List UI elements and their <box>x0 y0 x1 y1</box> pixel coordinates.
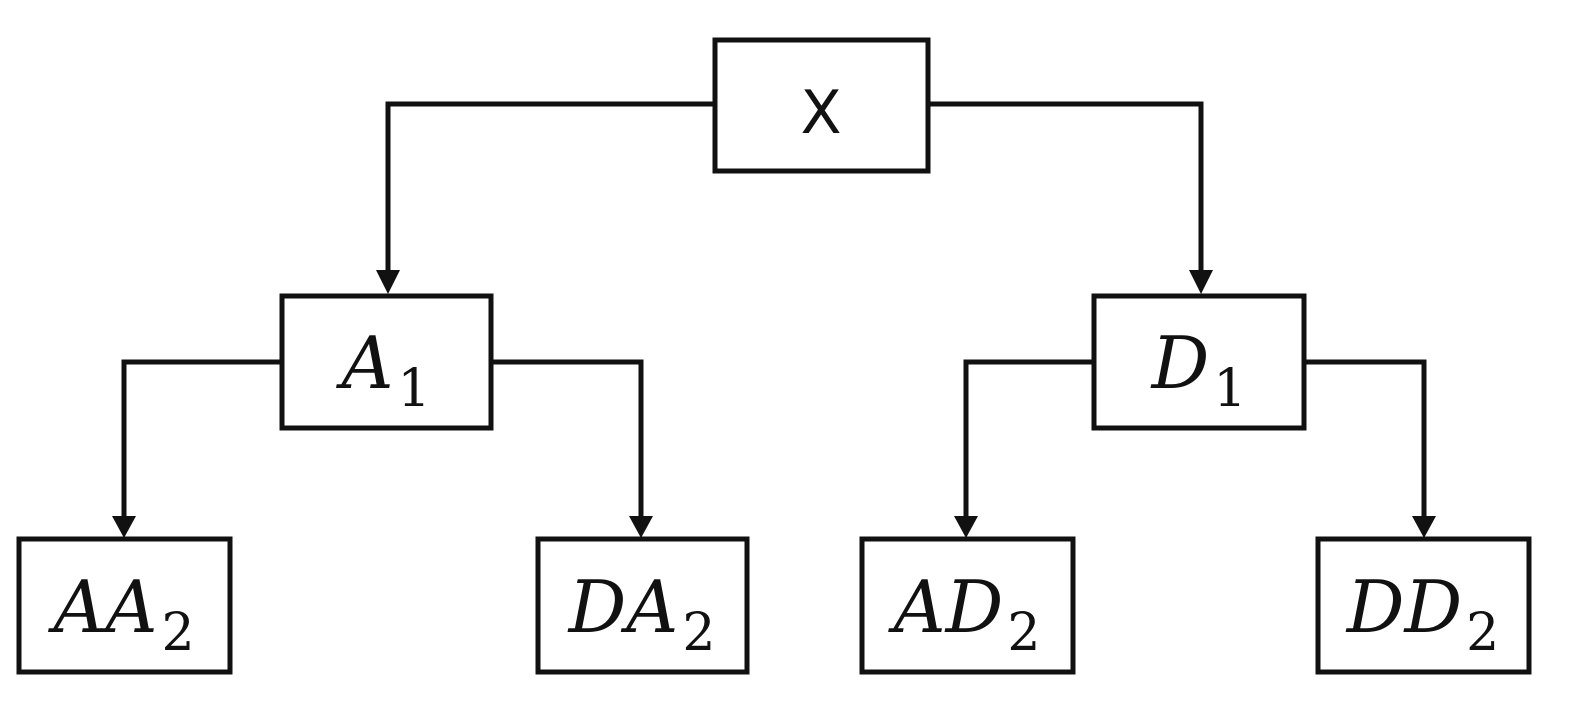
node-a1-box <box>279 293 494 431</box>
arrowhead-dd2 <box>1412 516 1436 538</box>
node-x: X <box>712 37 931 174</box>
arrowhead-ad2 <box>954 516 978 538</box>
node-aa2-box <box>16 536 233 675</box>
node-dd2-main: DD <box>1345 565 1462 649</box>
node-a1-main: A <box>335 321 393 405</box>
node-da2: DA2 <box>535 536 750 675</box>
node-dd2-subscript: 2 <box>1466 603 1499 663</box>
node-da2-subscript: 2 <box>682 603 715 663</box>
node-ad2-main: AD <box>888 565 1004 649</box>
edge-a1-to-aa2 <box>121 359 282 518</box>
node-ad2-label: AD2 <box>888 565 1041 663</box>
node-ad2-box <box>859 536 1076 675</box>
node-d1-label: D1 <box>1150 321 1247 419</box>
node-dd2-label: DD2 <box>1345 565 1500 663</box>
arrowhead-a1 <box>376 270 400 294</box>
node-dd2: DD2 <box>1315 536 1532 675</box>
node-aa2-subscript: 2 <box>161 603 194 663</box>
node-da2-label: DA2 <box>567 565 716 663</box>
node-aa2: AA2 <box>16 536 233 675</box>
node-d1-box <box>1091 293 1307 431</box>
edge-x-to-d1 <box>928 101 1204 272</box>
node-ad2-subscript: 2 <box>1007 603 1040 663</box>
node-dd2-box <box>1315 536 1532 675</box>
node-a1-label: A1 <box>335 321 430 419</box>
node-d1: D1 <box>1091 293 1307 431</box>
node-ad2: AD2 <box>859 536 1076 675</box>
arrowhead-d1 <box>1189 270 1213 294</box>
edge-d1-to-ad2 <box>963 359 1094 518</box>
node-a1-subscript: 1 <box>397 359 430 419</box>
node-da2-main: DA <box>567 565 679 649</box>
node-x-box <box>712 37 931 174</box>
node-aa2-label: AA2 <box>47 565 194 663</box>
node-d1-subscript: 1 <box>1213 359 1246 419</box>
arrowhead-aa2 <box>112 516 136 538</box>
edge-a1-to-da2 <box>491 359 644 518</box>
node-d1-main: D <box>1150 321 1210 405</box>
edge-d1-to-dd2 <box>1304 359 1427 518</box>
node-x-label: X <box>800 78 841 148</box>
node-a1: A1 <box>279 293 494 431</box>
edge-x-to-a1 <box>385 101 715 272</box>
node-da2-box <box>535 536 750 675</box>
arrowhead-da2 <box>629 516 653 538</box>
node-aa2-main: AA <box>47 565 157 649</box>
